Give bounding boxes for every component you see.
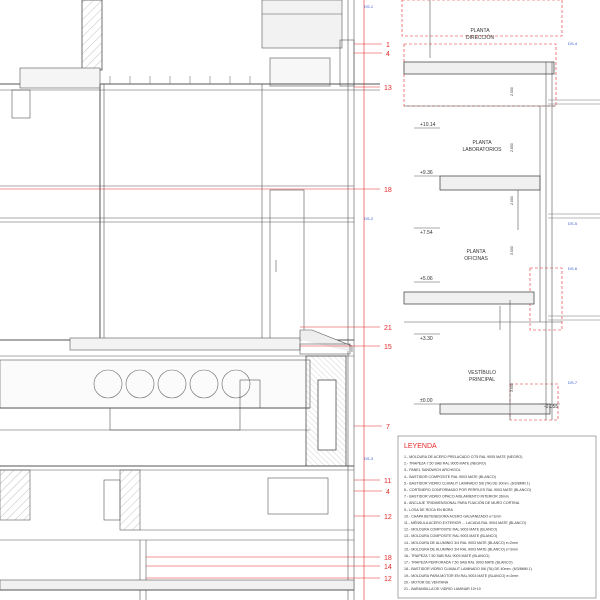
callout-marker: 13 bbox=[384, 85, 392, 92]
section-tag: DS-3 bbox=[364, 456, 374, 461]
level-mark: +7.54 bbox=[420, 230, 433, 236]
floor-label-direccion-2: DIRECCIÓN bbox=[466, 34, 494, 41]
legend-item: 21.- BARANDILLA DE VIDRIO LAMINAR 10+10 bbox=[404, 587, 481, 591]
level-mark: ±0.00 bbox=[420, 398, 433, 404]
legend-title: LEYENDA bbox=[404, 443, 437, 450]
callout-leaders bbox=[0, 43, 382, 579]
callout-markers: 1 4 13 18 21 15 7 11 4 12 18 14 12 bbox=[384, 42, 392, 583]
callout-marker: 21 bbox=[384, 325, 392, 332]
legend-item: 15.- MOLDURA DE ALUMINIO 3/4 RAL 9003 MA… bbox=[404, 547, 518, 551]
floor-labels: PLANTA DIRECCIÓN PLANTA LABORATORIOS PLA… bbox=[463, 28, 503, 383]
legend-item: 14.- MOLDURA DE ALUMINIO 3/4 RAL 9003 MA… bbox=[404, 541, 518, 545]
floor-label-vestibulo-2: PRINCIPAL bbox=[469, 377, 495, 383]
callout-marker: 4 bbox=[386, 51, 390, 58]
legend-item: 9.- LOSA DE ROCA EN BORA bbox=[404, 508, 454, 512]
legend-item: 18.- BASTIDOR VIDRIO CLIMALIT LAMINADO 5… bbox=[404, 567, 532, 571]
dimension-labels: 2.000 2.800 3.000 2.000 3.500 bbox=[510, 87, 514, 392]
dimension: 2.000 bbox=[510, 196, 514, 205]
floor-label-direccion-1: PLANTA bbox=[470, 28, 490, 34]
legend-item: 13.- MOLDURA COMPOSITE RAL 9003 MATE (BL… bbox=[404, 534, 497, 538]
callout-marker: 11 bbox=[384, 478, 391, 485]
legend-item: 1.- MOLDURA DE ACERO PRELACADO C/75 RAL … bbox=[404, 455, 522, 459]
callout-marker: 18 bbox=[384, 555, 392, 562]
floor-label-vestibulo-1: VESTÍBULO bbox=[468, 369, 496, 376]
legend-item: 5.- BASTIDOR VIDRIO CLIMALIT LAMINADO 5/… bbox=[404, 481, 530, 485]
section-tag: DS-5 bbox=[568, 221, 578, 226]
floor-label-laboratorios-1: PLANTA bbox=[472, 140, 492, 146]
callout-marker: 14 bbox=[384, 564, 392, 571]
callout-marker: 7 bbox=[386, 424, 390, 431]
legend: LEYENDA 1.- MOLDURA DE ACERO PRELACADO C… bbox=[397, 435, 597, 599]
dimension: 3.000 bbox=[510, 246, 514, 255]
legend-item: 12.- MOLDURA COMPOSITE RAL 9003 MATE (BL… bbox=[404, 528, 497, 532]
section-tag: DS-2 bbox=[364, 216, 374, 221]
callout-marker: 18 bbox=[384, 187, 392, 194]
legend-item: 6.- CORTINERO CONFORMADO POR PERFILES RA… bbox=[404, 488, 531, 492]
level-mark: +9.36 bbox=[420, 170, 433, 176]
level-mark: +3.30 bbox=[420, 336, 433, 342]
legend-items: 1.- MOLDURA DE ACERO PRELACADO C/75 RAL … bbox=[404, 455, 532, 591]
section-tag: DS-1 bbox=[364, 4, 374, 9]
legend-item: 2.- TRAPEZA 7.50 SAB RAL 9005 MATE (NEGR… bbox=[404, 462, 486, 466]
legend-item: 11.- MÉNSULA ACERO EXTERIOR ... LACADA R… bbox=[404, 520, 526, 525]
legend-item: 8.- ANCLAJE TRIDIMENSIONAL PARA FIJACIÓN… bbox=[404, 500, 520, 505]
legend-item: 7.- BASTIDOR VIDRIO OPACO AISLAMIENTO IN… bbox=[404, 495, 509, 499]
floor-label-oficinas-2: OFICINAS bbox=[464, 256, 488, 262]
floor-label-oficinas-1: PLANTA bbox=[466, 249, 486, 255]
level-mark: +10.14 bbox=[420, 122, 436, 128]
section-tag: DS-6 bbox=[568, 266, 578, 271]
dimension: 2.000 bbox=[510, 87, 514, 96]
legend-item: 10.- CHAPA BETENEDORA ACERO GALVANIZADO … bbox=[404, 514, 501, 518]
callout-marker: 1 bbox=[386, 42, 390, 49]
level-mark: +5.06 bbox=[420, 276, 433, 282]
callout-marker: 12 bbox=[384, 514, 392, 521]
floor-label-laboratorios-2: LABORATORIOS bbox=[463, 147, 503, 153]
right-overall-section bbox=[401, 0, 600, 421]
dimension: 3.500 bbox=[510, 383, 514, 392]
legend-item: 20.- MOTOR DE VENTANA bbox=[404, 580, 449, 584]
level-mark: -0.055 bbox=[544, 404, 558, 410]
section-tags: DS-1 DS-2 DS-3 DS-4 DS-5 DS-6 DS-7 bbox=[364, 4, 578, 461]
legend-item: 3.- PANEL SANDWICH ARCHIGOL bbox=[404, 468, 461, 472]
callout-marker: 15 bbox=[384, 344, 392, 351]
section-tag: DS-7 bbox=[568, 380, 578, 385]
callout-marker: 12 bbox=[384, 576, 392, 583]
dimension: 2.800 bbox=[510, 143, 514, 152]
legend-item: 16.- TRAPEZA 7.50 SAB RAL 9003 MATE (BLA… bbox=[404, 554, 489, 558]
legend-item: 4.- BASTIDOR COMPOSITE RAL 9003 MATE (BL… bbox=[404, 475, 496, 479]
level-marks: +10.14 +9.36 +7.54 +5.06 +3.30 ±0.00 -0.… bbox=[414, 122, 560, 410]
section-tag: DS-4 bbox=[568, 41, 578, 46]
legend-frame bbox=[397, 435, 597, 599]
callout-marker: 4 bbox=[386, 489, 390, 496]
legend-item: 17.- TRAPEZA PERFORADA 7.50 SAB RAL 9003… bbox=[404, 561, 513, 565]
left-detail-section bbox=[0, 0, 380, 600]
legend-item: 19.- MOLDURA PARA MOTOR EN RAL 9003 MATE… bbox=[404, 574, 518, 578]
